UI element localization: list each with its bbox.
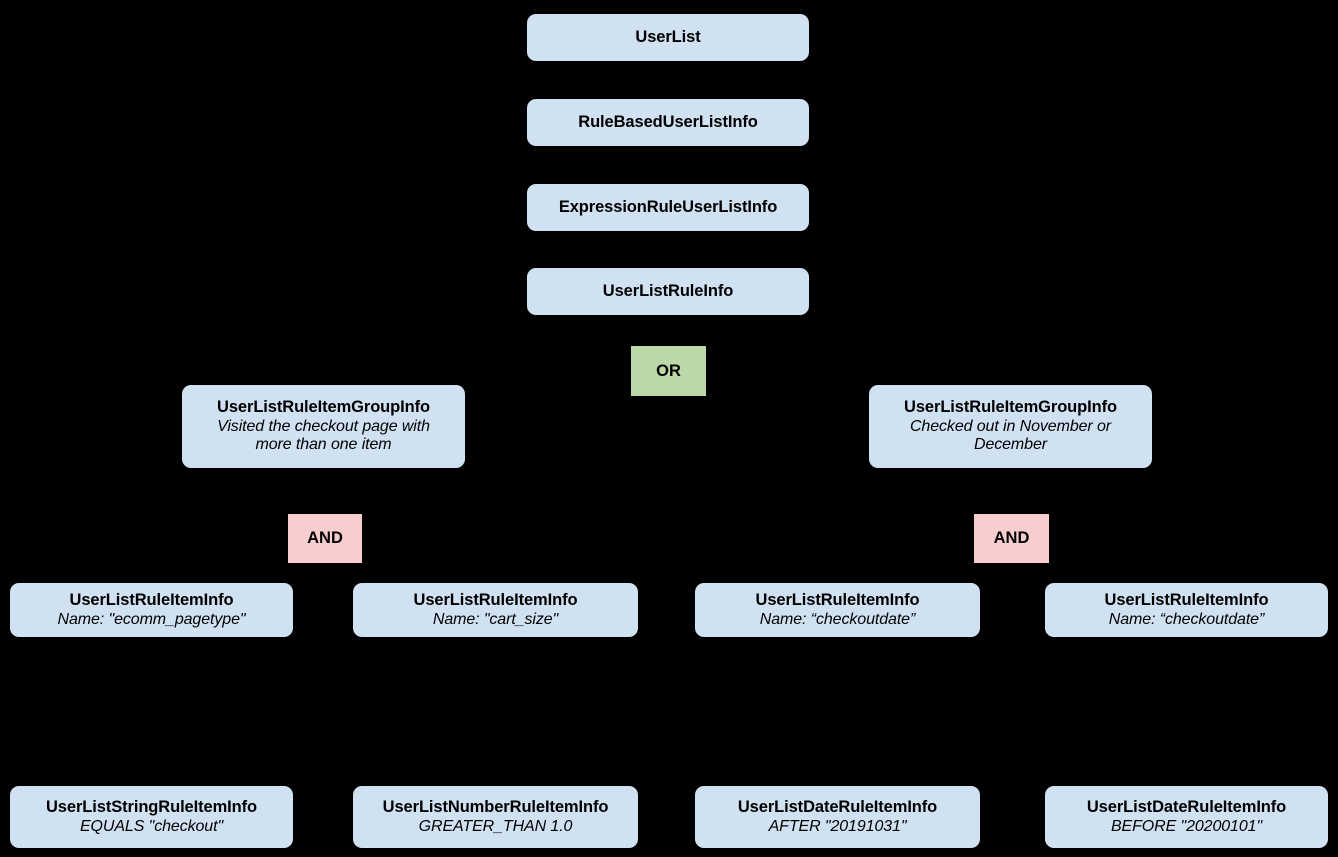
node-group-left[interactable]: UserListRuleItemGroupInfo Visited the ch… <box>182 385 465 468</box>
node-rule-item-2-title: UserListRuleItemInfo <box>413 590 578 609</box>
edge-and-right-bus <box>837 570 1186 572</box>
edge-rule-item-3-up <box>837 570 839 583</box>
node-rulebaseduserlistinfo[interactable]: RuleBasedUserListInfo <box>527 99 809 146</box>
node-rule-item-1[interactable]: UserListRuleItemInfo Name: "ecomm_pagety… <box>10 583 293 637</box>
node-rule-item-4[interactable]: UserListRuleItemInfo Name: “checkoutdate… <box>1045 583 1328 637</box>
node-rule-item-2-subtitle: Name: "cart_size" <box>432 610 559 628</box>
node-expressionruleuserlistinfo[interactable]: ExpressionRuleUserListInfo <box>527 184 809 231</box>
node-rule-item-1-subtitle: Name: "ecomm_pagetype" <box>57 610 246 628</box>
operator-badge-or-label: OR <box>656 361 681 380</box>
operator-badge-and-right-label: AND <box>993 529 1030 547</box>
edge-group-left-to-and <box>323 468 325 514</box>
node-leaf-item-1-title: UserListStringRuleItemInfo <box>45 797 257 816</box>
node-userlist[interactable]: UserList <box>527 14 809 61</box>
node-leaf-item-2-title: UserListNumberRuleItemInfo <box>382 797 609 816</box>
edge-rule-item-3-to-leaf-3 <box>837 637 839 786</box>
edge-expression-to-ruleinfo <box>667 230 669 268</box>
node-rule-item-1-title: UserListRuleItemInfo <box>69 590 234 609</box>
edge-rule-item-2-to-leaf-2 <box>494 637 496 786</box>
node-leaf-item-2-subtitle: GREATER_THAN 1.0 <box>418 817 573 835</box>
node-rule-item-4-subtitle: Name: “checkoutdate” <box>1108 610 1265 628</box>
node-rule-item-3-subtitle: Name: “checkoutdate” <box>759 610 916 628</box>
edge-rule-item-2-up <box>494 570 496 583</box>
node-rulebaseduserlistinfo-title: RuleBasedUserListInfo <box>578 113 758 132</box>
edge-rule-item-4-to-leaf-4 <box>1185 637 1187 786</box>
node-leaf-item-2[interactable]: UserListNumberRuleItemInfo GREATER_THAN … <box>353 786 638 848</box>
node-leaf-item-3-subtitle: AFTER "20191031" <box>768 817 907 835</box>
node-userlist-title: UserList <box>635 28 701 47</box>
operator-badge-and-left[interactable]: AND <box>288 514 362 563</box>
edge-userlist-to-rulebased <box>667 61 669 99</box>
operator-badge-and-left-label: AND <box>307 529 343 547</box>
node-userlistruleinfo[interactable]: UserListRuleInfo <box>527 268 809 315</box>
node-group-right[interactable]: UserListRuleItemGroupInfo Checked out in… <box>869 385 1152 468</box>
node-rule-item-4-title: UserListRuleItemInfo <box>1104 590 1269 609</box>
edge-and-left-down <box>324 563 326 571</box>
node-leaf-item-3-title: UserListDateRuleItemInfo <box>737 797 938 816</box>
node-group-left-subtitle: Visited the checkout page with more than… <box>217 418 430 454</box>
node-leaf-item-4-subtitle: BEFORE "20200101" <box>1110 817 1263 835</box>
edge-and-right-down <box>1011 563 1013 571</box>
operator-badge-and-right[interactable]: AND <box>974 514 1049 563</box>
edge-rule-item-1-to-leaf-1 <box>150 637 152 786</box>
node-leaf-item-1[interactable]: UserListStringRuleItemInfo EQUALS "check… <box>10 786 293 848</box>
node-leaf-item-3[interactable]: UserListDateRuleItemInfo AFTER "20191031… <box>695 786 980 848</box>
node-leaf-item-4-title: UserListDateRuleItemInfo <box>1086 797 1287 816</box>
node-rule-item-3[interactable]: UserListRuleItemInfo Name: “checkoutdate… <box>695 583 980 637</box>
node-rule-item-2[interactable]: UserListRuleItemInfo Name: "cart_size" <box>353 583 638 637</box>
node-group-left-title: UserListRuleItemGroupInfo <box>217 398 430 417</box>
edge-rulebased-to-expression <box>667 146 669 184</box>
node-group-right-title: UserListRuleItemGroupInfo <box>904 398 1117 417</box>
edge-rule-item-4-up <box>1185 570 1187 583</box>
node-userlistruleinfo-title: UserListRuleInfo <box>602 282 734 301</box>
edge-group-right-to-and <box>1011 468 1013 514</box>
operator-badge-or[interactable]: OR <box>631 346 706 396</box>
node-rule-item-3-title: UserListRuleItemInfo <box>755 590 920 609</box>
node-leaf-item-4[interactable]: UserListDateRuleItemInfo BEFORE "2020010… <box>1045 786 1328 848</box>
node-expressionruleuserlistinfo-title: ExpressionRuleUserListInfo <box>558 198 778 217</box>
edge-ruleinfo-to-or <box>667 314 669 346</box>
edge-and-left-bus <box>150 570 496 572</box>
node-group-right-subtitle: Checked out in November or December <box>909 418 1112 454</box>
node-leaf-item-1-subtitle: EQUALS "checkout" <box>79 817 224 835</box>
edge-rule-item-1-up <box>150 570 152 583</box>
